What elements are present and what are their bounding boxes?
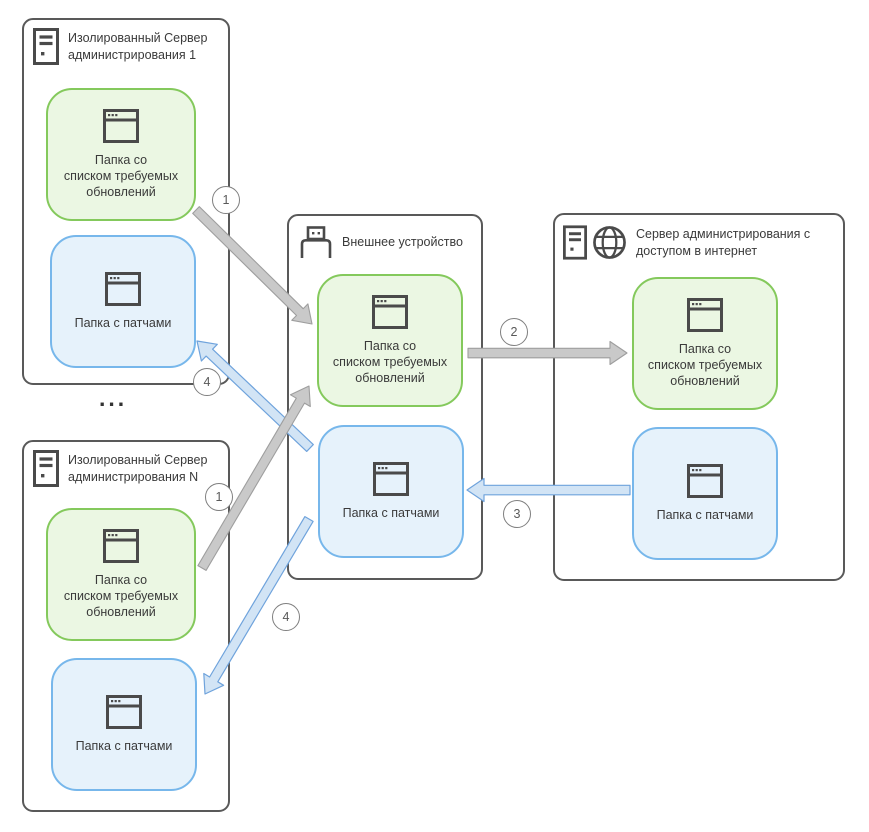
step-badge-a3: 3 <box>503 500 531 528</box>
step-badge-a1-bottom: 1 <box>205 483 233 511</box>
folder-updates-external: Папка со списком требуемых обновлений <box>317 274 463 407</box>
folder-updates-internet: Папка со списком требуемых обновлений <box>632 277 778 410</box>
step-badge-a1-top: 1 <box>212 186 240 214</box>
folder-label: Папка со списком требуемых обновлений <box>332 338 448 386</box>
step-badge-a2: 2 <box>500 318 528 346</box>
node-title: Сервер администрирования с доступом в ин… <box>636 227 811 258</box>
app-window-icon <box>372 294 408 329</box>
app-window-icon <box>105 271 141 306</box>
app-window-icon <box>373 461 409 496</box>
folder-updates-server1: Папка со списком требуемых обновлений <box>46 88 196 221</box>
node-title: Изолированный Сервер администрирования N <box>68 453 208 484</box>
folder-label: Папка со списком требуемых обновлений <box>63 572 179 620</box>
node-header: Изолированный Сервер администрирования N <box>33 450 207 487</box>
node-header: Изолированный Сервер администрирования 1 <box>33 28 207 65</box>
node-header: Сервер администрирования с доступом в ин… <box>563 225 810 260</box>
server-tower-icon <box>563 225 587 260</box>
globe-icon <box>593 226 626 259</box>
folder-patches-external: Папка с патчами <box>318 425 464 558</box>
node-title: Внешнее устройство <box>342 235 463 250</box>
folder-label: Папка со списком требуемых обновлений <box>63 152 179 200</box>
node-isolated-server-1: Изолированный Сервер администрирования 1… <box>22 18 230 385</box>
folder-label: Папка с патчами <box>75 738 173 753</box>
app-window-icon <box>103 108 139 143</box>
server-tower-icon <box>33 450 59 487</box>
app-window-icon <box>103 528 139 563</box>
node-title: Изолированный Сервер администрирования 1 <box>68 31 208 62</box>
step-badge-a4-bottom: 4 <box>272 603 300 631</box>
folder-label: Папка с патчами <box>656 507 754 522</box>
server-tower-icon <box>33 28 59 65</box>
folder-label: Папка с патчами <box>74 315 172 330</box>
folder-patches-server1: Папка с патчами <box>50 235 196 368</box>
node-internet-server: Сервер администрирования с доступом в ин… <box>553 213 845 581</box>
ellipsis: ... <box>99 385 128 411</box>
folder-patches-internet: Папка с патчами <box>632 427 778 560</box>
folder-label: Папка с патчами <box>342 505 440 520</box>
node-isolated-server-n: Изолированный Сервер администрирования N… <box>22 440 230 812</box>
folder-updates-serverN: Папка со списком требуемых обновлений <box>46 508 196 641</box>
app-window-icon <box>687 463 723 498</box>
step-badge-a4-top: 4 <box>193 368 221 396</box>
folder-patches-serverN: Папка с патчами <box>51 658 197 791</box>
node-external-device: Внешнее устройство Папка со списком треб… <box>287 214 483 580</box>
folder-label: Папка со списком требуемых обновлений <box>647 341 763 389</box>
app-window-icon <box>687 297 723 332</box>
usb-drive-icon <box>300 226 332 258</box>
node-header: Внешнее устройство <box>299 226 463 259</box>
app-window-icon <box>106 694 142 729</box>
